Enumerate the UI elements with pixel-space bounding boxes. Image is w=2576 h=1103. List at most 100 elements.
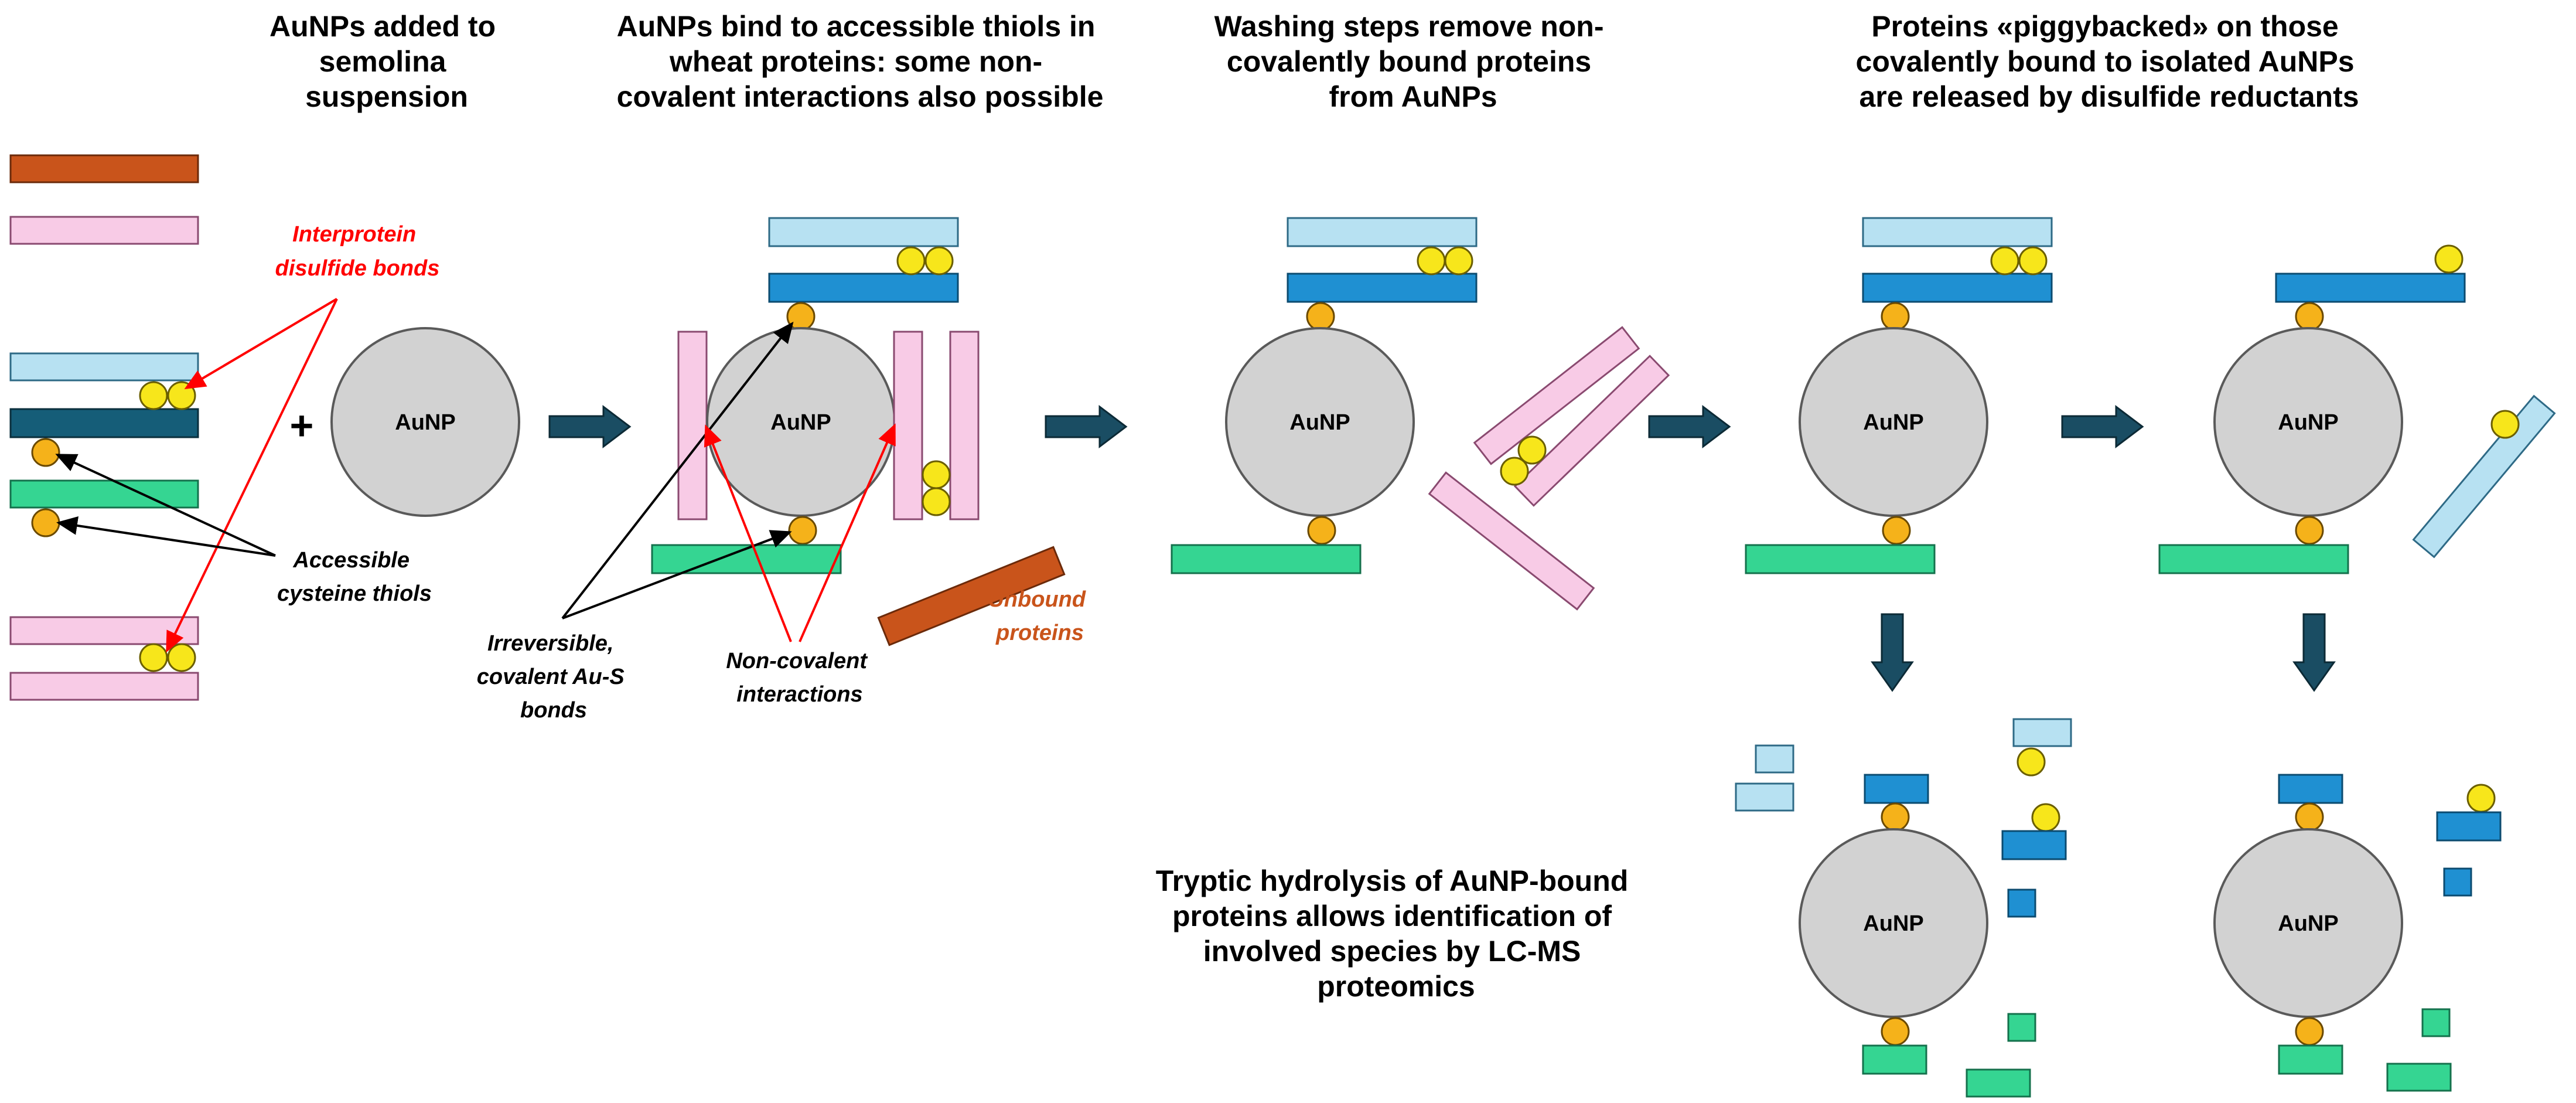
stage-3-title: Washing steps remove non- covalently bou… (1214, 10, 1612, 113)
aunp-label: AuNP (395, 410, 455, 435)
aunp-label: AuNP (2278, 911, 2338, 936)
protein-light-blue (1287, 217, 1478, 247)
accessible-thiols-label: Accessible cysteine thiols (277, 548, 432, 606)
disulfide-bond (1444, 246, 1473, 275)
free-thiol (2434, 244, 2464, 274)
disulfide-bond (896, 246, 926, 275)
cysteine-thiol (1881, 802, 1910, 832)
cysteine-thiol (2295, 802, 2324, 832)
free-thiol (2031, 803, 2060, 832)
aunp-label: AuNP (1863, 911, 1923, 936)
flow-arrow (1648, 404, 1731, 449)
peptide-light-blue (1755, 744, 1794, 774)
digested-aunp-right: AuNP (2213, 774, 2502, 1092)
protein-light-blue (1862, 217, 2053, 247)
protein-pink (9, 216, 199, 245)
cysteine-thiol (2295, 1017, 2324, 1046)
cysteine-thiol (31, 438, 60, 467)
stage-4-title: Proteins «piggybacked» on those covalent… (1856, 10, 2363, 113)
protein-pink-detached (1513, 355, 1670, 507)
irreversible-bonds-label: Irreversible, covalent Au-S bonds (477, 631, 631, 723)
disulfide-bond (139, 643, 168, 672)
non-covalent-arrow (799, 423, 896, 642)
protein-green (1745, 544, 1936, 574)
protein-orange-unbound (877, 546, 1066, 646)
gold-nanoparticle (2213, 327, 2403, 517)
peptide-green (2007, 1013, 2036, 1042)
cysteine-thiol (1307, 516, 1336, 545)
aunp-label: AuNP (770, 410, 831, 435)
gold-nanoparticle (2213, 828, 2403, 1018)
aunp-label: AuNP (2278, 410, 2338, 435)
flow-arrow (2061, 404, 2144, 449)
protein-pink (9, 672, 199, 701)
protein-medium-blue (1862, 273, 2053, 303)
protein-pink (9, 616, 199, 645)
protein-green (1171, 544, 1362, 574)
stage-4-reduced: AuNP (2158, 244, 2556, 574)
cysteine-thiol (788, 516, 817, 545)
free-thiol (2466, 784, 2496, 813)
disulfide-bond (1990, 246, 2019, 275)
stage-3-proteins: AuNP (1171, 217, 1670, 611)
cysteine-thiol (1881, 302, 1910, 331)
au-s-bond-arrow (561, 321, 794, 619)
non-covalent-label: Non-covalent interactions (726, 649, 873, 707)
protein-medium-blue (1287, 273, 1478, 303)
protein-orange (9, 154, 199, 183)
protein-light-blue (768, 217, 959, 247)
interprotein-arrow (184, 298, 338, 390)
flow-arrow (548, 404, 632, 449)
protein-green (2158, 544, 2349, 574)
cysteine-thiol (1882, 516, 1911, 545)
plus-sign: + (290, 403, 314, 448)
peptide-medium-blue (2007, 888, 2036, 918)
protein-dark-teal (9, 408, 199, 438)
peptide-medium-blue (2436, 811, 2502, 842)
disulfide-bond (167, 643, 196, 672)
disulfide-bond (1500, 457, 1529, 486)
aunp-label: AuNP (1863, 410, 1923, 435)
non-covalent-arrow (704, 424, 792, 642)
protein-medium-blue (768, 273, 959, 303)
gold-nanoparticle (1225, 327, 1415, 517)
cysteine-thiol (31, 508, 60, 537)
accessible-thiols-arrow (56, 516, 276, 557)
gold-nanoparticle (1799, 327, 1988, 517)
stage-1-proteins (9, 154, 199, 701)
peptide-green (1966, 1068, 2031, 1098)
gold-nanoparticle (1799, 828, 1988, 1018)
peptide-green (2421, 1008, 2451, 1037)
disulfide-bond (922, 460, 951, 489)
protein-light-blue-released (2412, 394, 2556, 559)
protein-medium-blue (2275, 273, 2466, 303)
protein-light-blue (9, 352, 199, 382)
protein-pink-vertical (949, 331, 980, 520)
cysteine-thiol (2295, 302, 2324, 331)
down-arrow (2292, 613, 2336, 692)
disulfide-bond (924, 246, 954, 275)
free-thiol (2490, 410, 2520, 439)
disulfide-bond (1517, 435, 1547, 465)
gold-nanoparticle: AuNP (330, 327, 520, 517)
cysteine-thiol (1881, 1017, 1910, 1046)
interprotein-disulfide-label: Interprotein disulfide bonds (275, 222, 440, 281)
protein-pink-vertical (677, 331, 708, 520)
disulfide-bond (2018, 246, 2048, 275)
peptide-medium-blue (2001, 830, 2067, 860)
free-thiol (2017, 747, 2046, 777)
disulfide-bond (1417, 246, 1446, 275)
peptide-medium-blue (2443, 867, 2472, 897)
flow-arrow (1045, 404, 1128, 449)
accessible-thiols-arrow (55, 454, 276, 557)
peptide-medium-blue (1864, 774, 1929, 804)
peptide-green (1862, 1044, 1927, 1075)
unbound-proteins-label: Unbound proteins (988, 587, 1091, 645)
protein-pink-detached (1428, 471, 1595, 611)
digested-aunp-left: AuNP (1735, 718, 2072, 1098)
stage-4-isolated: AuNP (1745, 217, 2053, 574)
disulfide-bond (139, 381, 168, 410)
stage-2-title: AuNPs bind to accessible thiols in wheat… (617, 10, 1104, 113)
peptide-green (2386, 1063, 2452, 1092)
